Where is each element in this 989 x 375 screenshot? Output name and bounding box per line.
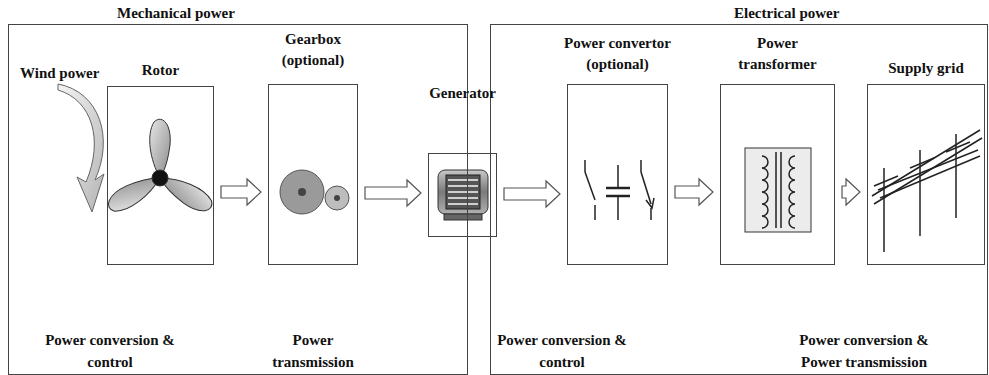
electrical-panel: Electrical powerPower convertor (optiona…	[490, 24, 988, 375]
supply-grid-box: Supply grid	[867, 84, 985, 265]
convertor-box: Power convertor (optional)	[567, 84, 668, 265]
gearbox-box: Gearbox (optional)	[268, 84, 358, 265]
stage-caption: Power transmission	[254, 329, 372, 373]
wind-arrow	[58, 84, 104, 212]
stage-caption: Power conversion & control	[492, 329, 632, 373]
node-heading: Generator	[413, 83, 513, 104]
node-heading: Mechanical power	[117, 3, 235, 24]
generator-box: Generator	[428, 153, 497, 237]
node-heading: Rotor	[111, 60, 211, 81]
flow-arrow	[675, 179, 713, 205]
node-heading: Power transformer	[728, 33, 828, 75]
gear-symbol	[280, 170, 349, 214]
generator-symbol	[438, 170, 488, 220]
power-line-symbol	[872, 130, 982, 252]
node-heading: Supply grid	[870, 58, 982, 79]
transformer-box: Power transformer	[720, 84, 835, 265]
node-heading: Gearbox (optional)	[257, 29, 369, 71]
rotor-box: Rotor	[107, 86, 214, 265]
flow-arrow	[504, 181, 560, 207]
node-heading: Electrical power	[734, 3, 839, 24]
transformer-symbol	[745, 148, 811, 232]
flow-arrow	[221, 179, 261, 205]
stage-caption: Power conversion & Power transmission	[778, 329, 950, 373]
rotor-symbol	[104, 119, 216, 216]
input-label: Wind power	[20, 62, 99, 84]
node-heading: Power convertor (optional)	[552, 33, 684, 75]
convertor-symbol	[585, 160, 654, 220]
flow-arrow	[842, 179, 860, 205]
flow-arrow	[365, 180, 421, 206]
stage-caption: Power conversion & control	[40, 329, 180, 373]
